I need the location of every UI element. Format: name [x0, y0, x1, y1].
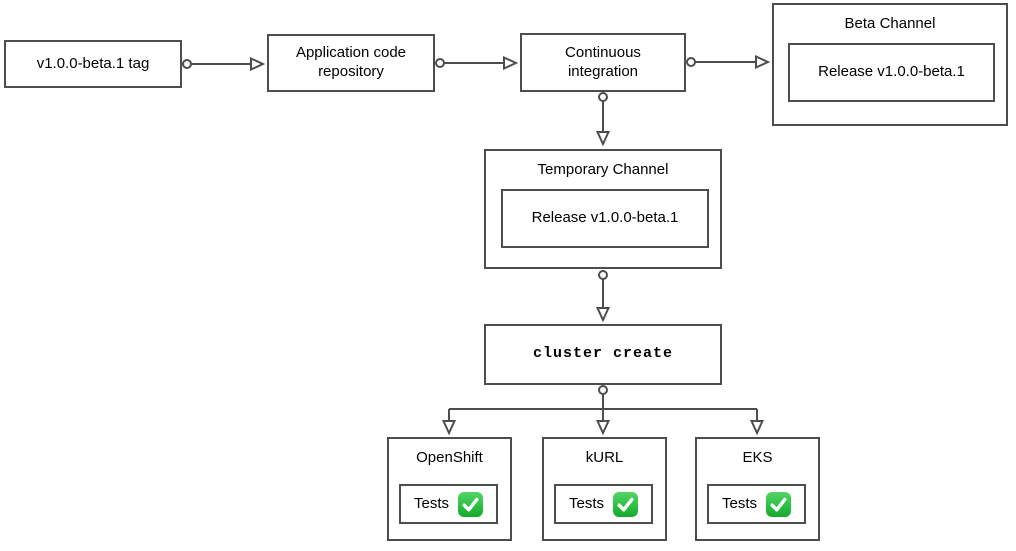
openshift-title: OpenShift	[416, 449, 483, 466]
beta-channel-node: Beta Channel Release v1.0.0-beta.1	[772, 3, 1008, 126]
tag-node: v1.0.0-beta.1 tag	[4, 40, 182, 88]
temp-channel-release-box: Release v1.0.0-beta.1	[501, 189, 709, 248]
eks-title: EKS	[742, 449, 773, 466]
temp-channel-node: Temporary Channel Release v1.0.0-beta.1	[484, 149, 722, 269]
app-repo-label: Application code repository	[295, 44, 407, 80]
tests-row: Tests	[721, 491, 791, 517]
kurl-tests-label: Tests	[568, 494, 604, 512]
openshift-node: OpenShift Tests	[387, 437, 512, 541]
check-icon	[766, 491, 791, 517]
cluster-create-node: cluster create	[484, 324, 722, 385]
edge-source-dot	[182, 59, 192, 69]
beta-channel-release-box: Release v1.0.0-beta.1	[788, 43, 995, 102]
tests-row: Tests	[568, 491, 638, 517]
edge-source-dot	[435, 58, 445, 68]
edge-source-dot	[598, 92, 608, 102]
kurl-tests-box: Tests	[554, 484, 653, 524]
check-icon	[458, 491, 483, 517]
kurl-title: kURL	[585, 449, 624, 466]
tests-row: Tests	[413, 491, 483, 517]
tag-label: v1.0.0-beta.1 tag	[36, 54, 150, 72]
temp-channel-title: Temporary Channel	[537, 161, 669, 178]
eks-node: EKS Tests	[695, 437, 820, 541]
openshift-tests-box: Tests	[399, 484, 498, 524]
openshift-tests-label: Tests	[413, 494, 449, 512]
cluster-create-label: cluster create	[532, 345, 674, 363]
ci-label: Continuous integration	[565, 43, 641, 80]
app-repo-node: Application code repository	[267, 34, 435, 92]
edge-source-dot	[598, 385, 608, 395]
eks-tests-box: Tests	[707, 484, 806, 524]
beta-channel-title: Beta Channel	[844, 15, 936, 32]
ci-node: Continuous integration	[520, 33, 686, 92]
check-icon	[613, 491, 638, 517]
edge-source-dot	[686, 57, 696, 67]
beta-channel-release-label: Release v1.0.0-beta.1	[818, 63, 965, 81]
temp-channel-release-label: Release v1.0.0-beta.1	[531, 209, 679, 227]
kurl-node: kURL Tests	[542, 437, 667, 541]
eks-tests-label: Tests	[721, 494, 757, 512]
edge-source-dot	[598, 270, 608, 280]
